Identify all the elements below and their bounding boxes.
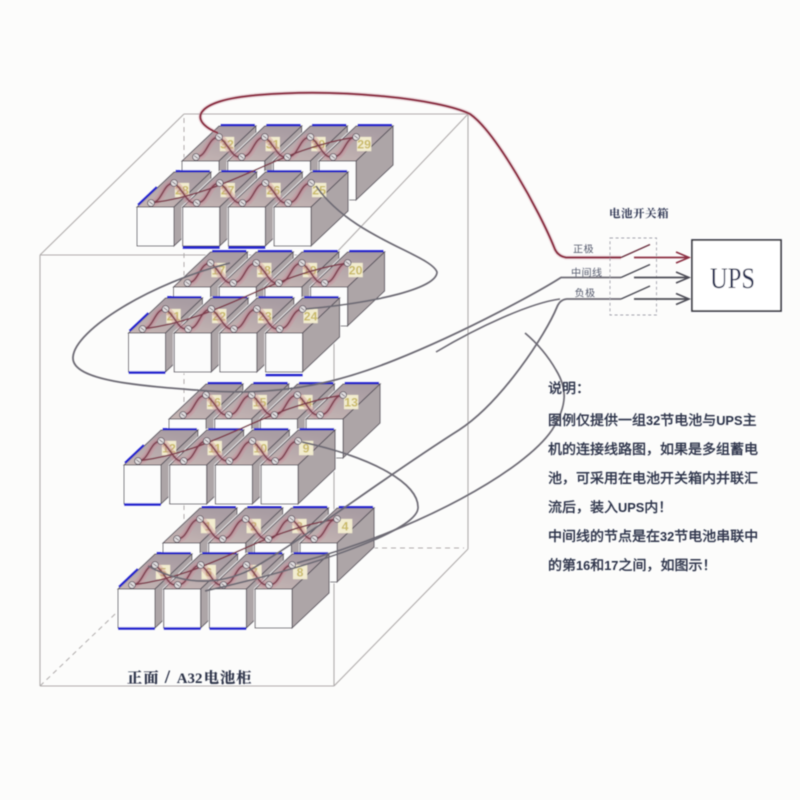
svg-text:29: 29 (357, 137, 371, 151)
svg-text:17: 17 (604, 558, 618, 573)
svg-text:9: 9 (303, 441, 310, 455)
svg-text:13: 13 (344, 395, 358, 409)
svg-text:UPS: UPS (710, 262, 755, 295)
svg-text:UPS: UPS (716, 413, 743, 428)
svg-text:32: 32 (646, 413, 660, 428)
svg-text:8: 8 (297, 565, 304, 579)
svg-text:4: 4 (342, 519, 349, 533)
svg-text:/: / (164, 667, 171, 688)
svg-text:UPS: UPS (618, 500, 645, 515)
svg-text:24: 24 (304, 309, 318, 323)
svg-text:16: 16 (576, 558, 590, 573)
svg-text:32: 32 (660, 529, 674, 544)
svg-text:20: 20 (349, 263, 363, 277)
svg-text:A32: A32 (177, 671, 203, 687)
